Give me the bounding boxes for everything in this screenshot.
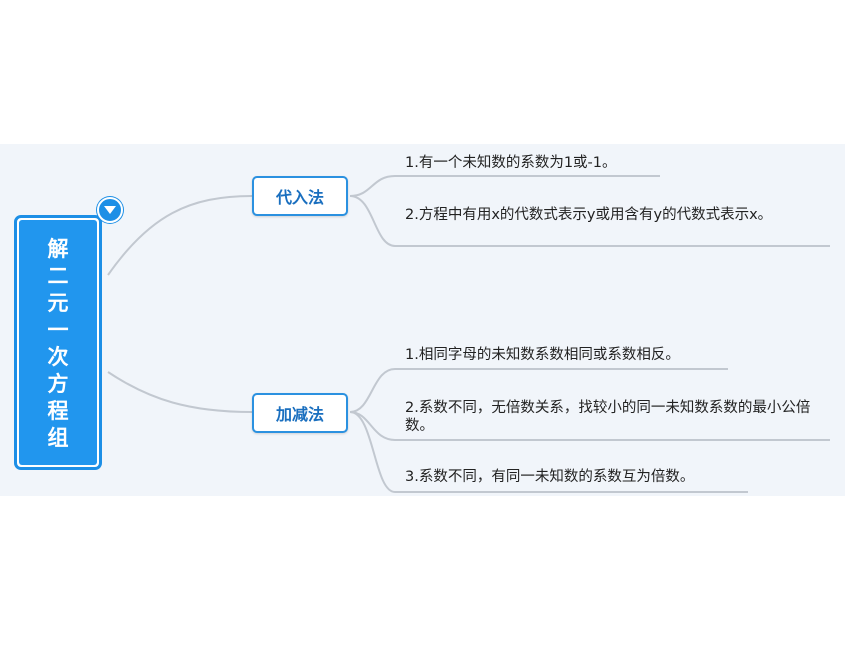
leaf-topic-label: 1.相同字母的未知数系数相同或系数相反。 bbox=[405, 347, 680, 363]
connector-branch2-leaf1 bbox=[349, 368, 728, 413]
leaf-topic[interactable]: 1.相同字母的未知数系数相同或系数相反。 bbox=[405, 346, 825, 364]
leaf-topic-label: 1.有一个未知数的系数为1或-1。 bbox=[405, 155, 617, 171]
leaf-topic[interactable]: 3.系数不同，有同一未知数的系数互为倍数。 bbox=[405, 468, 825, 486]
root-topic-label: 解二元一次方程组 bbox=[47, 235, 69, 450]
mindmap-canvas bbox=[0, 144, 845, 496]
connector-branch2-leaf3 bbox=[349, 411, 748, 493]
branch-topic-jiajian[interactable]: 加减法 bbox=[252, 393, 348, 433]
root-topic[interactable]: 解二元一次方程组 bbox=[14, 215, 102, 470]
chevron-down-icon bbox=[104, 206, 116, 214]
leaf-topic-label: 2.方程中有用x的代数式表示y或用含有y的代数式表示x。 bbox=[405, 207, 773, 223]
leaf-topic[interactable]: 2.系数不同，无倍数关系，找较小的同一未知数系数的最小公倍数。 bbox=[405, 399, 825, 435]
branch-topic-daoru[interactable]: 代入法 bbox=[252, 176, 348, 216]
connector-branch1-leaf2 bbox=[349, 195, 830, 247]
leaf-topic-label: 3.系数不同，有同一未知数的系数互为倍数。 bbox=[405, 469, 695, 485]
connector-root-to-branch-2 bbox=[107, 371, 253, 413]
leaf-topic[interactable]: 2.方程中有用x的代数式表示y或用含有y的代数式表示x。 bbox=[405, 206, 805, 224]
leaf-topic[interactable]: 1.有一个未知数的系数为1或-1。 bbox=[405, 154, 825, 172]
leaf-topic-label: 2.系数不同，无倍数关系，找较小的同一未知数系数的最小公倍数。 bbox=[405, 400, 811, 434]
branch-topic-label: 代入法 bbox=[275, 188, 324, 207]
collapse-toggle[interactable] bbox=[97, 197, 123, 223]
connector-branch1-leaf1 bbox=[349, 175, 660, 197]
branch-topic-label: 加减法 bbox=[275, 405, 324, 424]
connector-root-to-branch-1 bbox=[107, 195, 253, 276]
